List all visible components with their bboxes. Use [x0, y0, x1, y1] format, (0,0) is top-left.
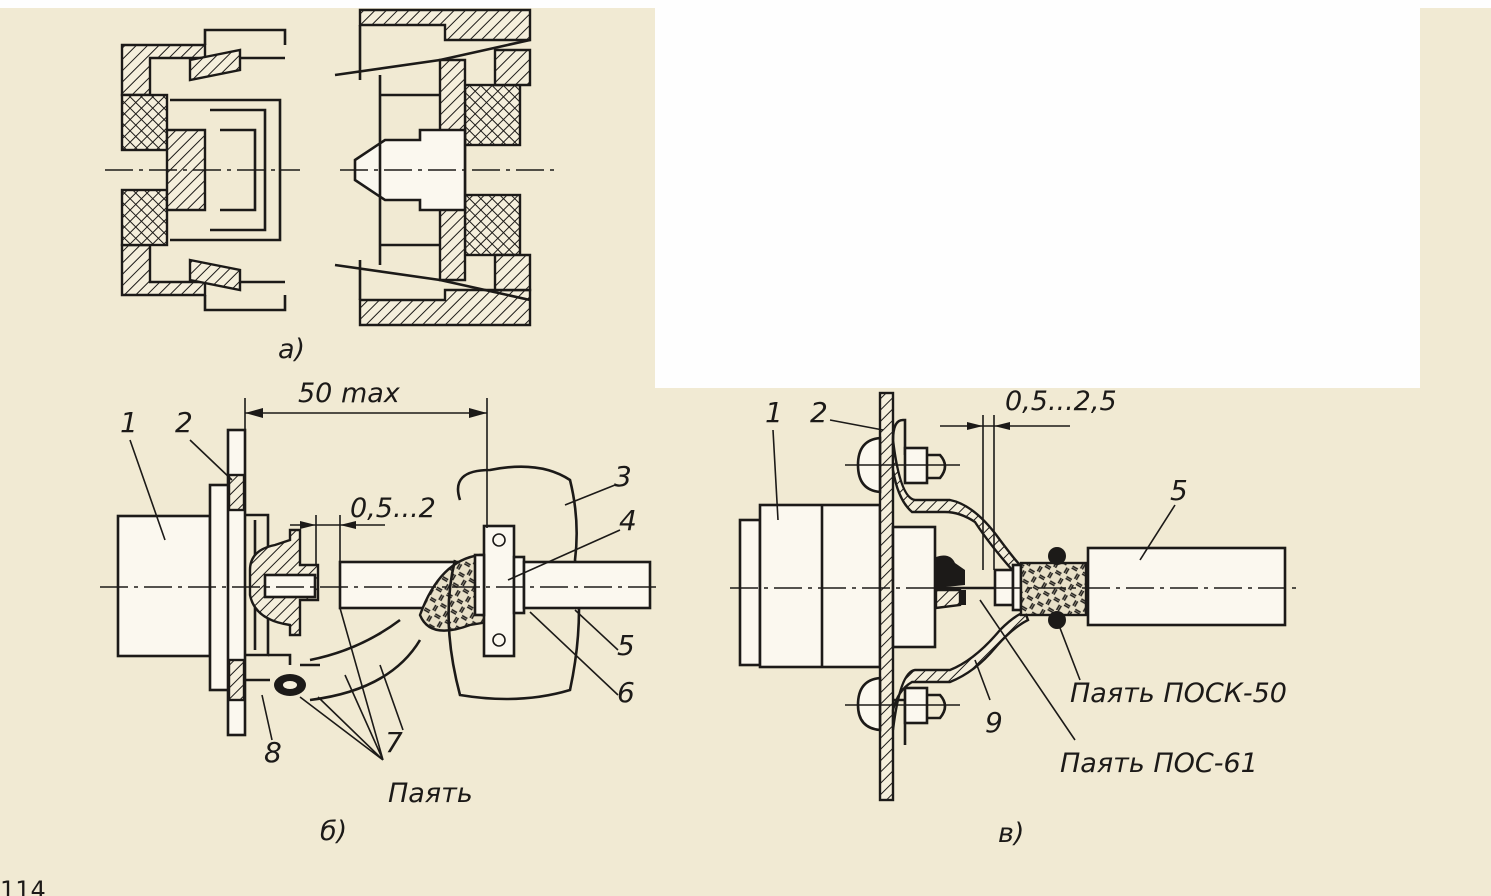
- dim-gap-c: 0,5...2,5: [1005, 386, 1117, 417]
- callout-1-c: 1: [765, 396, 783, 429]
- callout-5-c: 5: [1170, 474, 1188, 507]
- figure-a-caption: а): [278, 334, 305, 365]
- callout-3: 3: [614, 460, 632, 493]
- callout-6: 6: [617, 676, 635, 709]
- callout-7: 7: [385, 726, 403, 759]
- callout-2-c: 2: [810, 396, 828, 429]
- dim-gap-b: 0,5...2: [350, 493, 436, 524]
- callout-9-c: 9: [985, 706, 1003, 739]
- figure-c-assembly: [730, 391, 1300, 802]
- callout-5: 5: [617, 629, 635, 662]
- figure-c-caption: в): [998, 818, 1024, 849]
- callout-4: 4: [619, 504, 637, 537]
- figure-b-assembly: [100, 398, 660, 761]
- figure-b-caption: б): [320, 816, 347, 847]
- solder-note-pos61: Паять ПОС-61: [1060, 748, 1258, 779]
- callout-2: 2: [175, 406, 193, 439]
- page-number: 114: [0, 876, 46, 896]
- blank-region: [655, 0, 1420, 388]
- dim-overall-length: 50 max: [298, 378, 401, 409]
- figure-a-connector-socket: [334, 8, 532, 327]
- solder-note-b: Паять: [388, 778, 473, 809]
- solder-note-posk50: Паять ПОСК-50: [1070, 678, 1287, 709]
- cable-5: [522, 560, 652, 610]
- callout-1: 1: [120, 406, 138, 439]
- panel-2-c: [878, 391, 895, 802]
- callout-8: 8: [264, 736, 282, 769]
- cable-5-c: [1086, 546, 1287, 627]
- connector-body-1-c: [758, 503, 882, 669]
